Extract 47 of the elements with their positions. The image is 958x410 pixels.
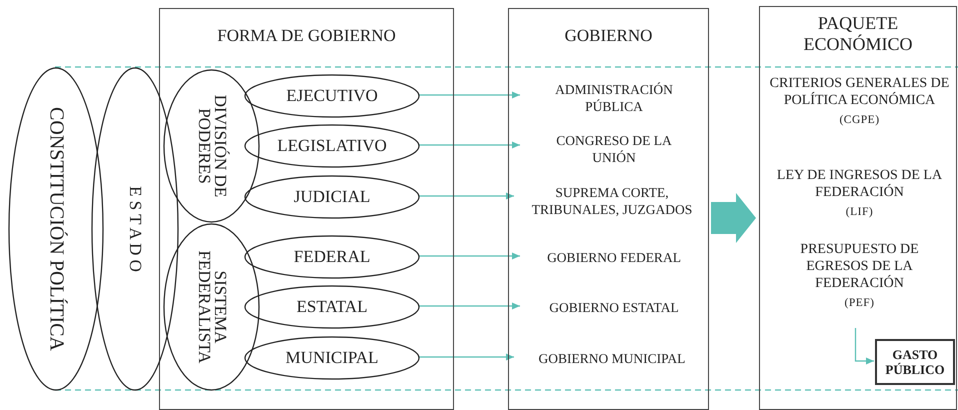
arrow: [854, 328, 874, 364]
column-panel: [759, 6, 957, 410]
ellipse-node: [244, 175, 420, 219]
node-label: E S T A D O: [126, 185, 144, 274]
ellipse-node: [163, 69, 260, 223]
node-label: PRESUPUESTO DE EGRESOS DE LA FEDERACIÓN: [799, 241, 920, 292]
acronym-label: (CGPE): [839, 113, 880, 128]
node-label: EJECUTIVO: [285, 86, 379, 106]
arrow: [419, 252, 520, 260]
result-box: GASTO PÚBLICO: [875, 339, 955, 385]
node-label: MUNICIPAL: [284, 348, 380, 368]
node-label: ADMINISTRACIÓN PÚBLICA: [521, 77, 707, 119]
node-label: SISTEMA FEDERALISTA: [195, 250, 228, 366]
node-label: FEDERAL: [292, 247, 372, 267]
node-label: ESTATAL: [296, 297, 368, 317]
column-heading: PAQUETE ECONÓMICO: [802, 13, 914, 55]
ellipse-node: [244, 336, 420, 380]
ellipse-node: [244, 235, 420, 279]
node-label: JUDICIAL: [292, 187, 372, 207]
ellipse-node: [8, 67, 104, 391]
node-label: SUPREMA CORTE, TRIBUNALES, JUZGADOS: [515, 178, 709, 224]
node-label: GOBIERNO FEDERAL: [521, 245, 707, 269]
ellipse-node: [244, 74, 420, 118]
ellipse-node: [163, 223, 260, 391]
arrow: [419, 302, 520, 310]
node-label: GOBIERNO ESTATAL: [521, 295, 707, 319]
column-panel: [159, 8, 454, 410]
arrow: [419, 192, 514, 200]
ellipse-node: [244, 285, 420, 329]
arrow: [419, 142, 520, 148]
ellipse-node: [244, 124, 420, 168]
node-label: CONGRESO DE LA UNIÓN: [521, 127, 707, 171]
acronym-label: (PEF): [844, 296, 874, 311]
acronym-label: (LIF): [846, 205, 874, 220]
column-heading: GOBIERNO: [564, 25, 654, 46]
node-label: LEY DE INGRESOS DE LA FEDERACIÓN: [776, 167, 944, 201]
arrow: [419, 354, 514, 360]
column-heading: FORMA DE GOBIERNO: [216, 25, 397, 46]
node-label: LEGISLATIVO: [276, 136, 388, 156]
column-panel: [508, 8, 709, 410]
block-arrow: [711, 193, 756, 243]
arrow: [419, 92, 520, 98]
node-label: DIVISIÓN DE PODERES: [195, 94, 228, 200]
node-label: CRITERIOS GENERALES DE POLÍTICA ECONÓMICA: [768, 75, 950, 109]
ellipse-node: [91, 67, 179, 391]
node-label: CONSTITUCIÓN POLÍTICA: [46, 106, 66, 353]
node-label: GOBIERNO MUNICIPAL: [515, 346, 709, 370]
